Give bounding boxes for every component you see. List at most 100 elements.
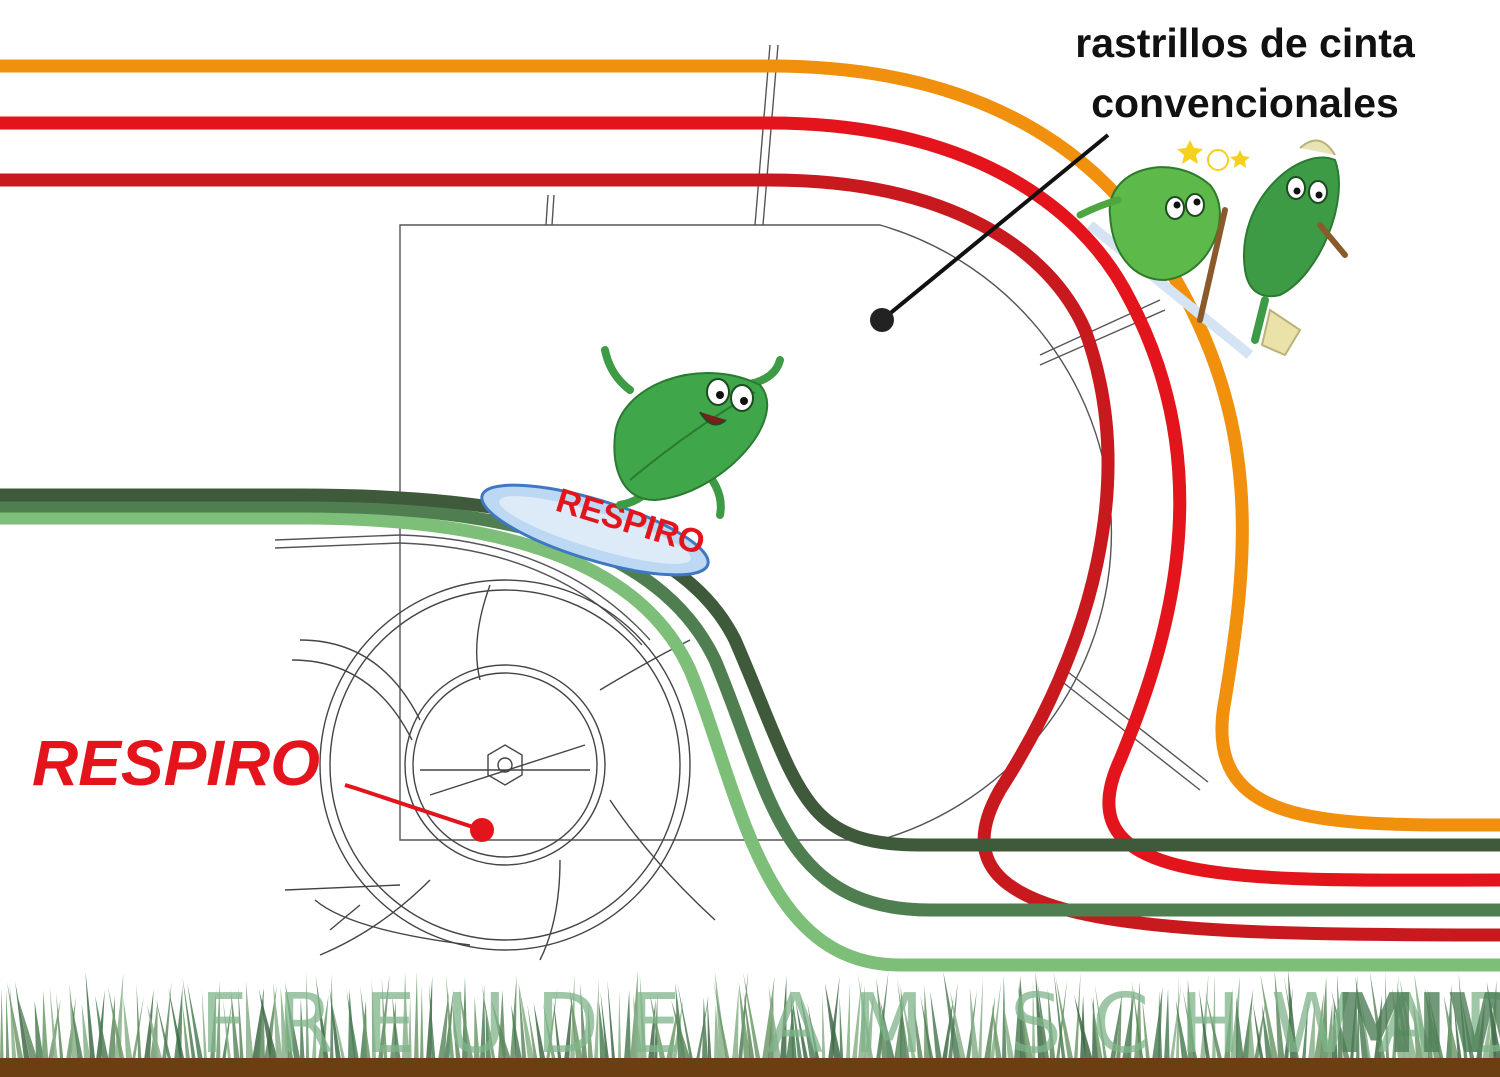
grass-blade bbox=[85, 971, 96, 1060]
grass-blade bbox=[1037, 983, 1050, 1060]
grass-blade bbox=[1132, 986, 1144, 1060]
grass-blade bbox=[258, 989, 278, 1060]
grass-blade bbox=[824, 982, 842, 1060]
grass-blade bbox=[732, 987, 739, 1060]
grass-blade bbox=[633, 994, 644, 1060]
grass-blade bbox=[1412, 1000, 1423, 1060]
grass-blade bbox=[876, 977, 889, 1060]
soil-line bbox=[0, 1058, 1500, 1077]
grass-blade bbox=[144, 989, 154, 1060]
grass-blade bbox=[1014, 977, 1021, 1060]
grass-blade bbox=[136, 984, 142, 1060]
grass-blade bbox=[210, 989, 217, 1060]
grass-blade bbox=[1320, 976, 1328, 1060]
grass-blade bbox=[480, 984, 486, 1060]
grass-blade bbox=[81, 1003, 91, 1060]
grass-blade bbox=[1074, 995, 1093, 1060]
grass-blade bbox=[1158, 990, 1163, 1060]
grass-blade bbox=[949, 990, 966, 1060]
grass-blade bbox=[943, 970, 962, 1060]
grass-blade bbox=[858, 984, 866, 1060]
grass-blade bbox=[1414, 973, 1430, 1060]
grass-blade bbox=[542, 1002, 556, 1060]
grass-blade bbox=[607, 979, 616, 1060]
grass-blade bbox=[459, 988, 474, 1060]
grass-blade bbox=[70, 1000, 84, 1060]
grass-blade bbox=[49, 985, 58, 1060]
grass-blade bbox=[1288, 970, 1298, 1060]
grass-blade bbox=[791, 992, 803, 1060]
grass-blade bbox=[1074, 971, 1081, 1060]
callout-respiro: RESPIRO bbox=[32, 727, 494, 842]
grass-blade bbox=[580, 983, 588, 1060]
grass-blade bbox=[1175, 1000, 1189, 1060]
grass-blade bbox=[899, 981, 917, 1060]
grass-blade bbox=[846, 982, 851, 1060]
grass-blade bbox=[1482, 997, 1494, 1060]
grass-blade bbox=[182, 1002, 191, 1060]
grass-blade bbox=[897, 979, 910, 1060]
grass-blade bbox=[618, 989, 622, 1060]
grass-blade bbox=[1242, 988, 1254, 1060]
grass-blade bbox=[795, 999, 809, 1060]
grass-blade bbox=[990, 981, 1002, 1060]
respiro-flow-lines bbox=[0, 488, 1500, 972]
grass-blade bbox=[414, 971, 419, 1060]
grass-brand: MIWA bbox=[1335, 977, 1500, 1072]
grass-blade bbox=[533, 1003, 546, 1060]
grass-blade bbox=[743, 991, 755, 1060]
flow-line-light-green bbox=[0, 511, 1500, 972]
grass-blade bbox=[222, 1002, 232, 1060]
grass-blade bbox=[1182, 989, 1198, 1060]
grass-blade bbox=[1224, 988, 1233, 1060]
grass-blade bbox=[1142, 997, 1150, 1060]
grass-blade bbox=[408, 995, 412, 1060]
grass-blade bbox=[978, 977, 984, 1060]
grass-blade bbox=[1254, 998, 1267, 1060]
grass-blade bbox=[839, 996, 844, 1060]
grass-blade bbox=[147, 1004, 163, 1060]
grass-blade bbox=[518, 982, 527, 1060]
grass-blade bbox=[1443, 995, 1460, 1060]
flow-line-mid-green bbox=[0, 499, 1500, 917]
grass-blade bbox=[252, 988, 265, 1060]
flow-line-red-1 bbox=[0, 116, 1500, 887]
grass-blade bbox=[553, 1001, 562, 1060]
grass-blade bbox=[587, 1001, 594, 1060]
grass-blade bbox=[230, 989, 240, 1060]
respiro-rotor bbox=[284, 579, 716, 961]
grass-blade bbox=[1200, 974, 1209, 1060]
grass-blade bbox=[378, 973, 390, 1060]
grass-blade bbox=[852, 980, 862, 1060]
grass-blade bbox=[6, 981, 24, 1060]
grass-blade bbox=[1308, 999, 1316, 1060]
grass-blade bbox=[95, 995, 109, 1060]
grass-blade bbox=[1283, 975, 1300, 1060]
grass-blade bbox=[677, 982, 694, 1060]
grass-blades bbox=[0, 970, 1500, 1060]
grass-blade bbox=[649, 991, 666, 1060]
grass-blade bbox=[168, 987, 185, 1060]
conventional-flow-lines bbox=[0, 59, 1500, 942]
grass-blade bbox=[738, 971, 749, 1060]
grass-blade bbox=[799, 993, 817, 1060]
injured-leaf-characters bbox=[1076, 139, 1348, 359]
grass-blade bbox=[273, 982, 283, 1060]
grass-blade bbox=[360, 986, 371, 1060]
grass-blade bbox=[564, 994, 573, 1060]
grass-blade bbox=[1236, 996, 1244, 1060]
grass-blade bbox=[1369, 971, 1386, 1060]
grass-blade bbox=[381, 976, 388, 1060]
grass-blade bbox=[546, 986, 558, 1060]
grass-blade bbox=[1002, 1000, 1015, 1060]
grass-blade bbox=[6, 989, 10, 1060]
grass-blade bbox=[714, 1003, 721, 1060]
grass-blade bbox=[822, 993, 826, 1060]
grass-blade bbox=[315, 975, 329, 1060]
grass-blade bbox=[491, 999, 512, 1060]
grass-blade bbox=[913, 1000, 924, 1060]
leaf-surfer-character: RESPIRO bbox=[480, 346, 784, 577]
grass-blade bbox=[66, 996, 76, 1060]
grass-blade bbox=[598, 1001, 607, 1060]
